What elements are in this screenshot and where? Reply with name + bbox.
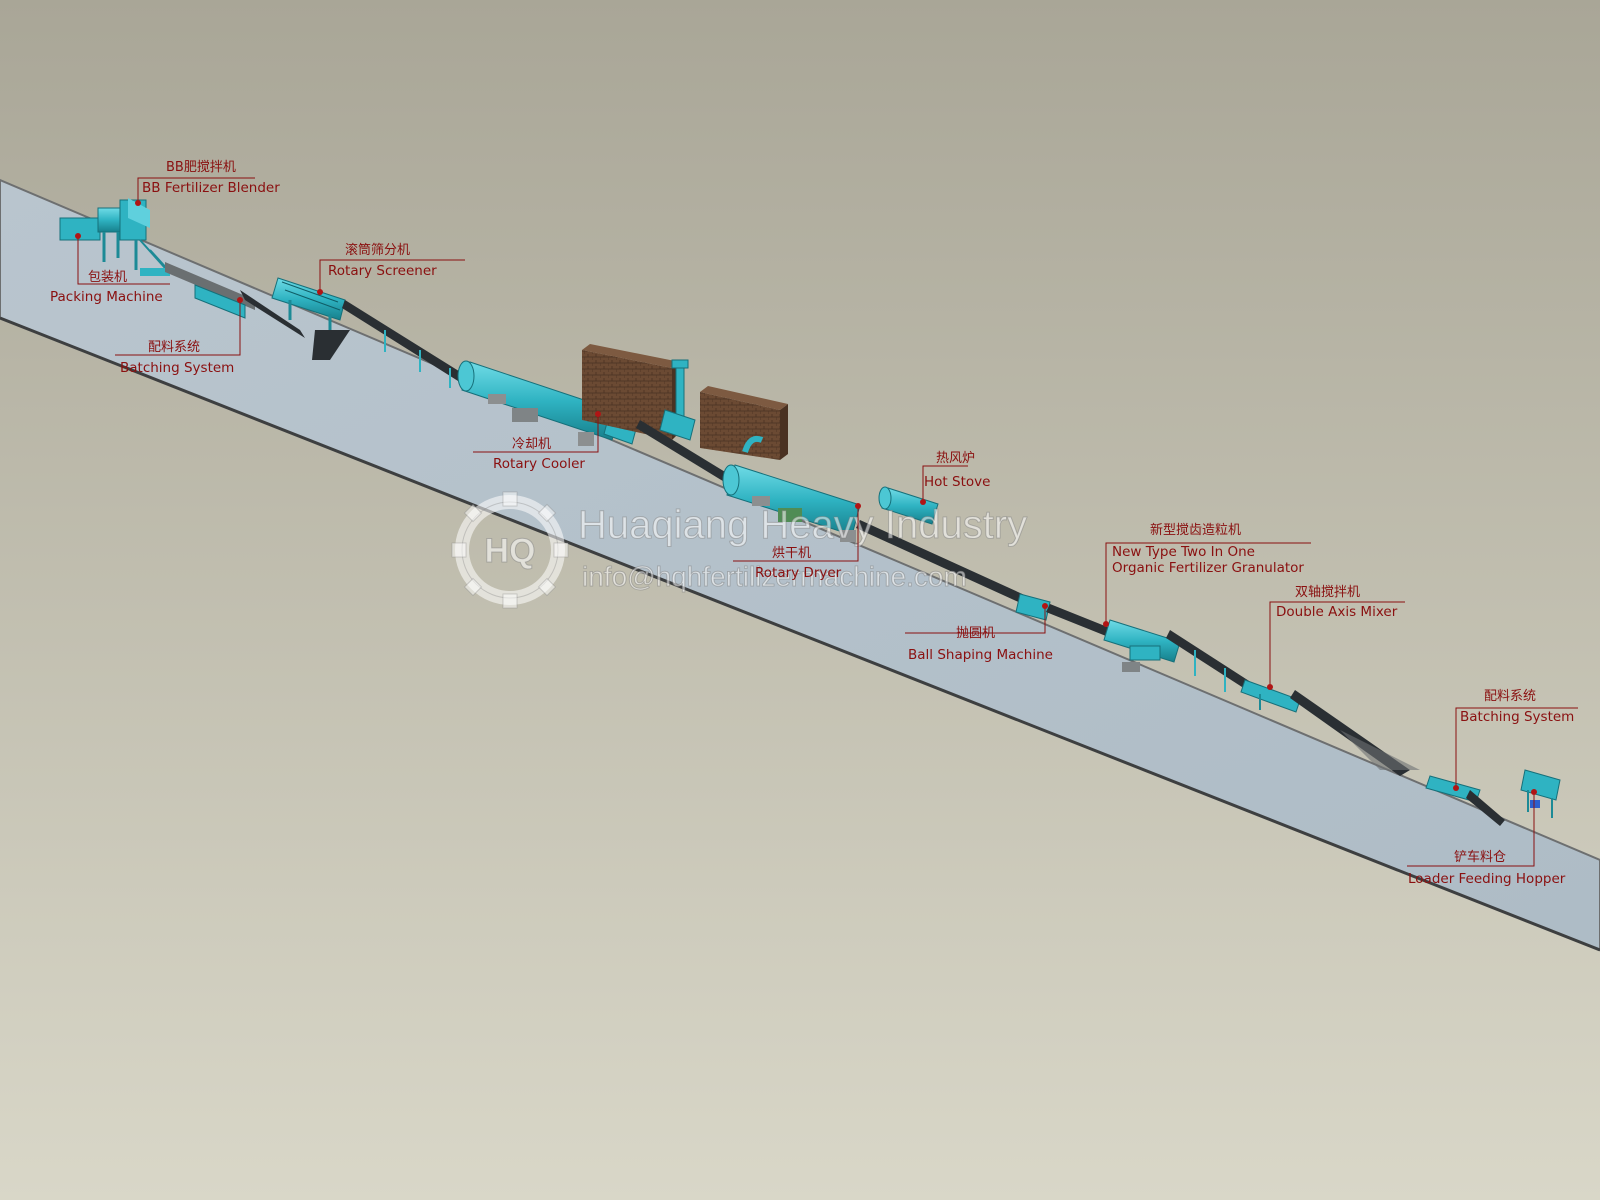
label-cn: 冷却机: [512, 437, 551, 452]
label-cn: 热风炉: [936, 451, 975, 466]
label-cn: 新型搅齿造粒机: [1150, 522, 1241, 538]
floor-edge: [0, 316, 1600, 952]
label-batching-system-left: 配料系统 Batching System: [120, 340, 234, 376]
floor-platform: [0, 178, 1600, 952]
label-en: Double Axis Mixer: [1276, 604, 1398, 620]
label-en: Rotary Cooler: [493, 456, 585, 472]
label-cn: 铲车料仓: [1454, 849, 1506, 865]
label-cn: 包装机: [88, 270, 127, 285]
label-batching-system-right: 配料系统 Batching System: [1460, 689, 1574, 725]
hot-stove-machine: [878, 486, 939, 525]
label-packing-machine: 包装机 Packing Machine: [50, 270, 163, 305]
label-en: Rotary Dryer: [755, 565, 842, 581]
label-cn: 配料系统: [1484, 689, 1536, 704]
label-cn: 配料系统: [148, 340, 200, 355]
ball-shaping-unit: [1015, 593, 1051, 621]
belt-conveyor-4: [1046, 604, 1110, 636]
label-en: Loader Feeding Hopper: [1408, 871, 1566, 887]
belt-conveyor-1: [342, 300, 470, 386]
belt-conveyor-3: [856, 520, 1040, 610]
label-cn: 烘干机: [772, 546, 811, 561]
label-granulator: 新型搅齿造粒机 New Type Two In One Organic Fert…: [1112, 522, 1304, 576]
belt-conveyor-2: [636, 420, 735, 486]
watermark-company: Huaqiang Heavy Industry: [578, 503, 1027, 547]
label-rotary-dryer: 烘干机 Rotary Dryer: [755, 546, 842, 581]
double-axis-mixer-machine: [1240, 679, 1301, 713]
batching-system-right: [1425, 775, 1505, 826]
callout-points: [75, 200, 1537, 795]
label-rotary-screener: 滚筒筛分机 Rotary Screener: [328, 242, 437, 279]
conveyor-shadow-6: [1340, 730, 1420, 770]
label-en: Hot Stove: [924, 474, 990, 490]
loader-feeding-hopper-machine: [1520, 769, 1561, 818]
label-en: New Type Two In One: [1112, 544, 1255, 560]
label-en: Ball Shaping Machine: [908, 647, 1053, 663]
chimney: [659, 359, 696, 441]
label-cn: 双轴搅拌机: [1295, 584, 1360, 600]
label-double-axis-mixer: 双轴搅拌机 Double Axis Mixer: [1276, 584, 1398, 620]
label-bb-blender: BB肥搅拌机 BB Fertilizer Blender: [142, 159, 280, 196]
label-en: Batching System: [1460, 709, 1574, 725]
brick-building-2: [700, 386, 788, 460]
label-cn: 滚筒筛分机: [345, 242, 410, 258]
watermark-logo-icon: HQ: [451, 491, 569, 609]
bb-blender-machine: [59, 198, 171, 276]
granulator-machine: [1103, 619, 1181, 672]
callout-leaders: [77, 177, 1578, 867]
label-en: Rotary Screener: [328, 263, 437, 279]
label-en-line2: Organic Fertilizer Granulator: [1112, 560, 1304, 576]
label-en: Batching System: [120, 360, 234, 376]
batching-system-left: [165, 262, 305, 338]
watermark-email: info@hqhfertilizermachine.com: [582, 561, 967, 592]
label-hot-stove: 热风炉 Hot Stove: [924, 451, 990, 490]
watermark: HQ Huaqiang Heavy Industry info@hqhferti…: [451, 491, 1028, 609]
rotary-dryer-machine: [722, 435, 861, 542]
label-cn: BB肥搅拌机: [166, 159, 236, 175]
conveyor-supports-1: [384, 330, 451, 388]
label-en: Packing Machine: [50, 289, 163, 305]
watermark-logo-letters: HQ: [485, 532, 536, 570]
label-en: BB Fertilizer Blender: [142, 180, 280, 196]
belt-conveyor-5: [1166, 630, 1260, 696]
conveyor-supports-5: [1194, 650, 1226, 692]
label-ball-shaping-machine: 抛圆机 Ball Shaping Machine: [908, 626, 1053, 663]
label-cn: 抛圆机: [956, 626, 995, 641]
label-loader-feeding-hopper: 铲车料仓 Loader Feeding Hopper: [1408, 849, 1566, 887]
label-rotary-cooler: 冷却机 Rotary Cooler: [493, 437, 585, 472]
